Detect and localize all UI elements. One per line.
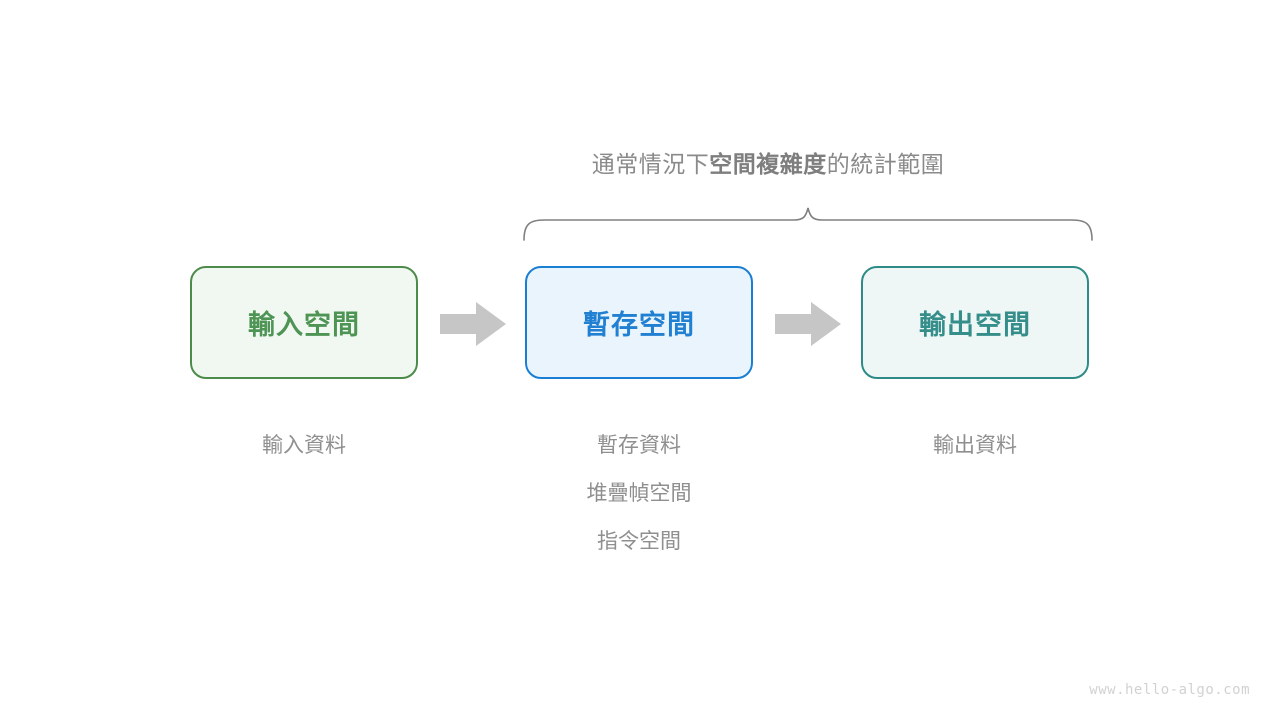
- brace-title: 通常情況下空間複雜度的統計範圍: [0, 145, 1280, 179]
- caption-temp-2: 指令空間: [597, 530, 681, 553]
- box-input-space[interactable]: 輸入空間: [190, 266, 418, 379]
- watermark: www.hello-algo.com: [1089, 682, 1250, 698]
- caption-temp-0: 暫存資料: [597, 434, 681, 457]
- box-output-space-label: 輸出空間: [919, 310, 1031, 340]
- caption-group-temp: 暫存資料 堆疊幀空間 指令空間: [525, 422, 753, 566]
- caption-input-0: 輸入資料: [262, 434, 346, 457]
- caption-temp-1: 堆疊幀空間: [586, 482, 692, 505]
- caption-output-0: 輸出資料: [933, 434, 1017, 457]
- caption-group-input: 輸入資料: [190, 422, 418, 470]
- box-temp-space-label: 暫存空間: [583, 310, 695, 340]
- box-input-space-label: 輸入空間: [248, 310, 360, 340]
- brace-title-suffix: 的統計範圍: [826, 151, 945, 177]
- box-output-space[interactable]: 輸出空間: [861, 266, 1089, 379]
- arrow-input-to-temp-icon: [440, 302, 506, 346]
- box-temp-space[interactable]: 暫存空間: [525, 266, 753, 379]
- brace-title-prefix: 通常情況下: [591, 151, 710, 177]
- brace-title-emphasis: 空間複雜度: [709, 151, 827, 177]
- curly-brace: [523, 207, 1093, 241]
- caption-group-output: 輸出資料: [861, 422, 1089, 470]
- arrow-temp-to-output-icon: [775, 302, 841, 346]
